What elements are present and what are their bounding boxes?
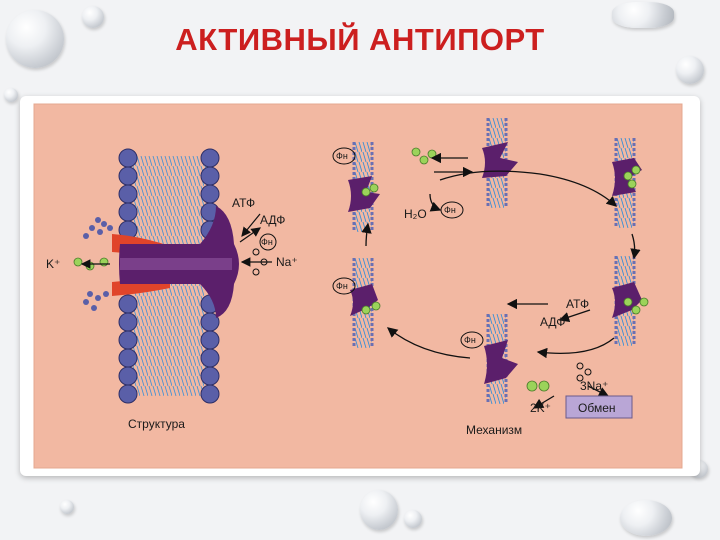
mechanism-caption: Механизм: [466, 423, 522, 437]
water-drop-decoration: [404, 510, 422, 528]
water-drop-decoration: [612, 2, 674, 28]
structure-na-label: Na⁺: [276, 255, 298, 269]
slide-title: АКТИВНЫЙ АНТИПОРТ: [175, 22, 545, 57]
exchange-box: Обмен: [565, 395, 633, 419]
water-drop-decoration: [360, 490, 398, 530]
water-drop-decoration: [60, 500, 74, 514]
mechanism-fn-label: Фн: [444, 205, 456, 215]
structure-atp-label: АТФ: [232, 196, 255, 210]
structure-k-label: K⁺: [46, 257, 60, 271]
mechanism-adp-label: АДФ: [540, 315, 565, 329]
mechanism-fn-label: Фн: [336, 281, 348, 291]
mechanism-fn-label: Фн: [336, 151, 348, 161]
structure-fn-label: Фн: [261, 237, 273, 247]
mechanism-cycle: [332, 116, 649, 409]
membrane-structure: [73, 148, 277, 404]
exchange-label: Обмен: [578, 401, 616, 415]
water-drop-decoration: [4, 88, 18, 102]
k2-label: 2K⁺: [530, 401, 551, 415]
diagram-panel: АТФ АДФ Фн Na⁺ K⁺ Структура: [20, 96, 700, 476]
water-drop-decoration: [82, 6, 104, 28]
water-drop-decoration: [6, 10, 64, 68]
antiport-diagram: АТФ АДФ Фн Na⁺ K⁺ Структура: [33, 103, 683, 469]
structure-caption: Структура: [128, 417, 185, 431]
h2o-label: H₂O: [404, 207, 427, 221]
water-drop-decoration: [620, 500, 672, 536]
mechanism-fn-label: Фн: [464, 335, 476, 345]
mechanism-atp-label: АТФ: [566, 297, 589, 311]
na3-label: 3Na⁺: [580, 379, 608, 393]
structure-adp-label: АДФ: [260, 213, 285, 227]
water-drop-decoration: [676, 56, 704, 84]
